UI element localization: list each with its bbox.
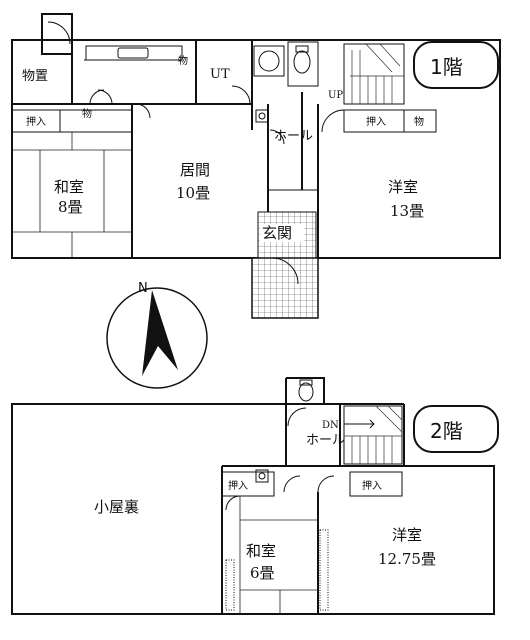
f1-stairs: UP: [328, 43, 405, 105]
compass-arrow-icon: [142, 290, 178, 376]
f2-youshitsu-size: 12.75畳: [378, 550, 436, 568]
f1-ima-name: 居間: [180, 161, 210, 179]
f1-washitsu-size: 8畳: [58, 198, 83, 216]
f1-youshitsu: 押入 物 洋室 13畳: [317, 104, 501, 258]
toilet-icon: [293, 50, 311, 74]
f2-washitsu-name: 和室: [246, 542, 276, 560]
storage-door-arc: [47, 21, 71, 45]
f1-storage-label: 物置: [22, 69, 48, 84]
floor2: DN ホール 押入 押入 和室 6畳 洋室 12.75畳: [11, 377, 499, 615]
f2-oshiire-left: [221, 471, 275, 497]
f2-stairs: DN: [322, 405, 403, 465]
f1-mono-top-label: 物: [178, 54, 188, 67]
f1-genkan: 玄関: [251, 211, 319, 319]
f2-oshiire-right: [349, 471, 403, 497]
floor1-badge: [413, 41, 499, 89]
f2-dn-label: DN: [322, 420, 339, 431]
floor1-storage-block: [41, 13, 73, 55]
f1-oshiire-right: [343, 109, 437, 133]
f1-up-label: UP: [328, 90, 343, 101]
f1-ima-size: 10畳: [176, 184, 210, 202]
f2-toilet-icon: [298, 382, 314, 402]
floor1-badge-text: 1階: [430, 55, 463, 79]
washing-machine: [253, 45, 285, 77]
f1-oshiire-left-label: 押入: [26, 115, 46, 128]
f1-genkan-label: 玄関: [262, 224, 292, 242]
compass: N: [106, 281, 208, 389]
f1-washitsu-name: 和室: [54, 178, 84, 196]
f2-hall-label: ホール: [306, 433, 345, 448]
f1-porch-tiles: [251, 257, 319, 319]
kitchen-counter: [85, 45, 183, 61]
sink: [117, 47, 149, 59]
f2-youshitsu-name: 洋室: [392, 526, 422, 544]
f1-youshitsu-size: 13畳: [390, 202, 424, 220]
f2-attic-label: 小屋裏: [94, 498, 139, 516]
floor1: 物置 押入 物 和室 8畳 物 UT 居間 10畳: [11, 13, 501, 319]
f1-oshiire-right-label: 押入: [366, 115, 386, 128]
f1-washitsu: 押入 物 和室 8畳: [11, 104, 133, 258]
f1-ut-label: UT: [210, 67, 230, 82]
f1-mono-right-label: 物: [414, 115, 424, 128]
floor2-badge: [413, 405, 499, 453]
f2-washitsu: 和室 6畳: [225, 496, 329, 614]
f1-youshitsu-name: 洋室: [388, 178, 418, 196]
f2-oshiire-right-label: 押入: [362, 479, 382, 492]
f2-youshitsu: 洋室 12.75畳: [378, 526, 495, 580]
f2-oshiire-left-label: 押入: [228, 479, 248, 492]
f1-hall-label: ホール: [274, 129, 313, 144]
f1-hall: ホール: [255, 92, 318, 258]
toilet-room: [287, 41, 319, 87]
floor2-badge-text: 2階: [430, 419, 463, 443]
compass-north-label: N: [138, 281, 148, 296]
f1-mono-small-left-label: 物: [82, 107, 92, 120]
f2-washitsu-size: 6畳: [250, 564, 275, 582]
